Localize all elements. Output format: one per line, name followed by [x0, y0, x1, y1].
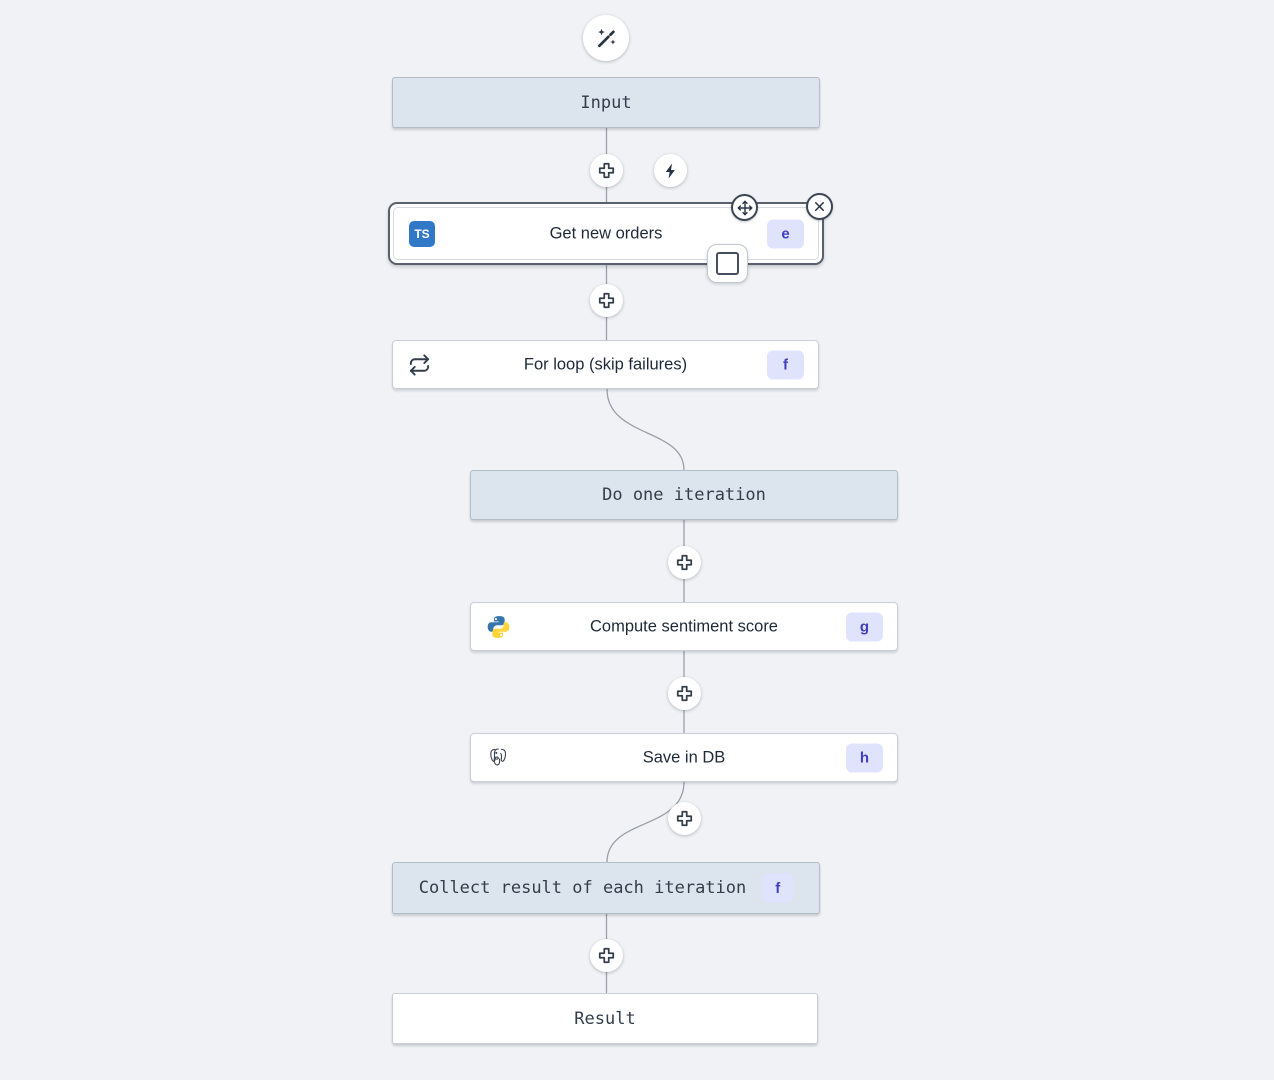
insert-step-button-4[interactable] — [668, 677, 701, 710]
python-icon — [486, 614, 511, 639]
node-id-badge: h — [846, 743, 883, 772]
node-id-badge: f — [767, 350, 804, 379]
node-do-one-iteration[interactable]: Do one iteration — [470, 470, 898, 520]
node-for-loop[interactable]: For loop (skip failures) f — [392, 340, 819, 389]
lightning-icon — [662, 162, 680, 180]
insert-step-button-3[interactable] — [668, 546, 701, 579]
typescript-icon: TS — [409, 220, 435, 247]
insert-step-button-1[interactable] — [590, 154, 623, 187]
postgresql-icon — [486, 746, 510, 770]
plus-icon — [597, 946, 616, 965]
node-get-new-orders[interactable]: TS Get new orders e — [388, 202, 824, 265]
node-result[interactable]: Result — [392, 993, 818, 1044]
repeat-icon — [408, 353, 431, 376]
insert-step-button-5[interactable] — [668, 802, 701, 835]
node-square-action-button[interactable] — [707, 244, 748, 283]
node-for-loop-label: For loop (skip failures) — [523, 355, 688, 373]
node-input[interactable]: Input — [392, 77, 820, 128]
insert-step-button-2[interactable] — [590, 284, 623, 317]
delete-node-button[interactable] — [806, 193, 833, 220]
node-do-one-iteration-label: Do one iteration — [602, 485, 766, 505]
plus-icon — [675, 553, 694, 572]
plus-icon — [675, 684, 694, 703]
plus-icon — [675, 809, 694, 828]
node-id-badge: f — [762, 873, 794, 903]
node-collect-result[interactable]: Collect result of each iteration f — [392, 862, 820, 914]
node-save-in-db[interactable]: Save in DB h — [470, 733, 898, 782]
wand-sparkles-icon — [594, 26, 619, 51]
move-node-handle[interactable] — [731, 194, 758, 221]
close-icon — [812, 199, 827, 214]
insert-step-button-6[interactable] — [590, 939, 623, 972]
node-compute-sentiment-score-label: Compute sentiment score — [589, 617, 778, 635]
node-id-badge: e — [767, 219, 804, 248]
add-trigger-button[interactable] — [654, 154, 687, 187]
node-input-label: Input — [580, 92, 632, 113]
node-get-new-orders-label: Get new orders — [549, 224, 663, 242]
square-icon — [716, 252, 739, 275]
node-result-label: Result — [574, 1008, 636, 1029]
plus-icon — [597, 291, 616, 310]
ai-flow-builder-button[interactable] — [583, 15, 629, 61]
node-collect-result-label: Collect result of each iteration — [418, 878, 747, 898]
move-icon — [737, 200, 753, 216]
node-id-badge: g — [846, 612, 883, 641]
node-compute-sentiment-score[interactable]: Compute sentiment score g — [470, 602, 898, 651]
typescript-icon-text: TS — [409, 220, 435, 247]
plus-icon — [597, 161, 616, 180]
node-save-in-db-label: Save in DB — [642, 748, 726, 766]
